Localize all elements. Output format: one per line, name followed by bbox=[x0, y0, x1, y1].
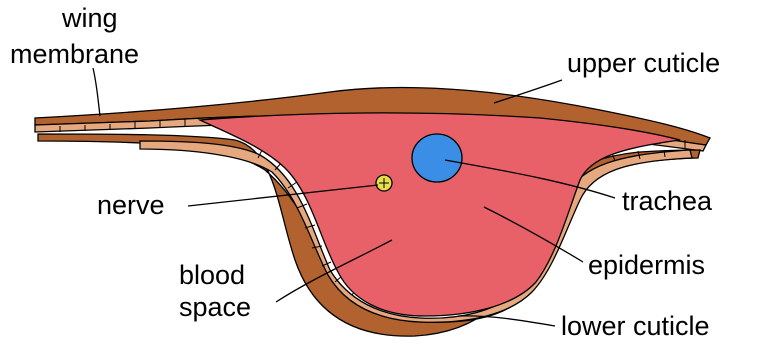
label-blood: blood bbox=[179, 260, 245, 290]
label-lower-cuticle: lower cuticle bbox=[561, 311, 710, 341]
nerve-bundle bbox=[376, 175, 392, 191]
label-wing: wing bbox=[61, 3, 118, 33]
trachea-tube bbox=[412, 134, 462, 182]
label-space: space bbox=[179, 292, 251, 322]
label-membrane: membrane bbox=[10, 39, 139, 69]
label-upper-cuticle: upper cuticle bbox=[567, 48, 720, 78]
label-epidermis: epidermis bbox=[588, 250, 705, 280]
label-nerve: nerve bbox=[97, 190, 165, 220]
leader-wing-membrane bbox=[93, 68, 100, 116]
label-trachea: trachea bbox=[622, 186, 713, 216]
